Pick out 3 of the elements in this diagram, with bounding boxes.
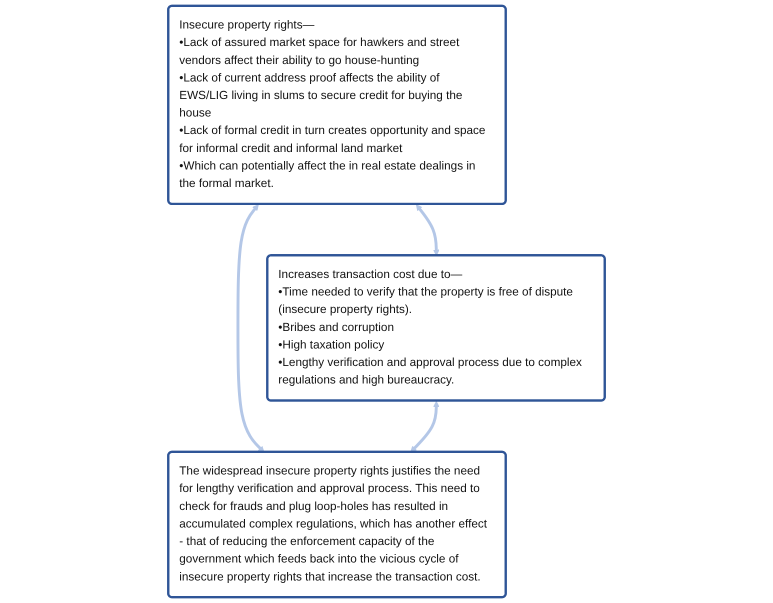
arrow xyxy=(236,204,264,453)
arrow xyxy=(410,400,440,453)
arrow xyxy=(416,204,440,256)
